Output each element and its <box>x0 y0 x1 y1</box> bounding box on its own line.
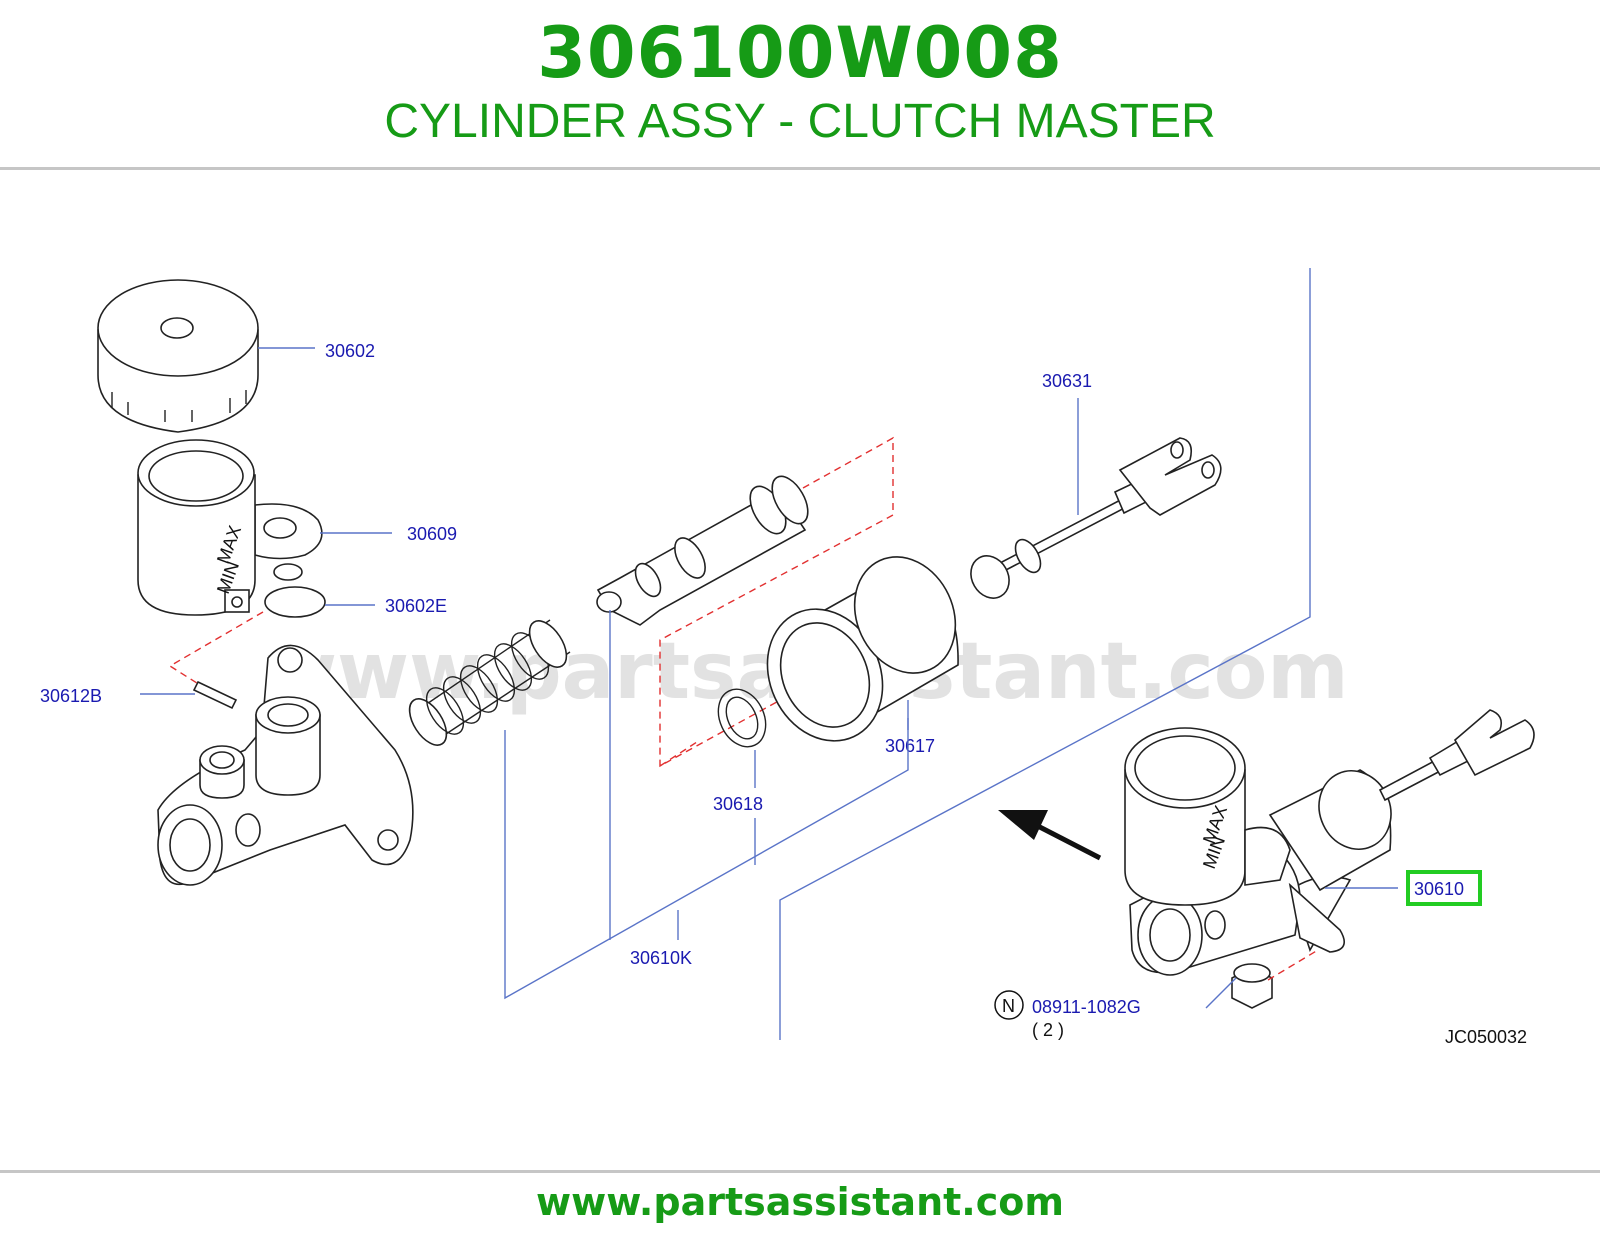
label-30612b[interactable]: 30612B <box>40 686 102 706</box>
part-number: 306100W008 <box>537 12 1063 94</box>
label-30609[interactable]: 30609 <box>407 524 457 544</box>
footer-url[interactable]: www.partsassistant.com <box>536 1180 1064 1224</box>
label-30631[interactable]: 30631 <box>1042 371 1092 391</box>
piston[interactable] <box>596 470 815 626</box>
label-08911[interactable]: 08911-1082G <box>1032 997 1141 1017</box>
dash-reservoir <box>168 611 264 686</box>
dust-boot[interactable] <box>746 540 973 760</box>
header: 306100W008 CYLINDER ASSY - CLUTCH MASTER <box>0 0 1600 168</box>
assembled-master-cylinder[interactable]: MAX MIN <box>1124 709 1535 976</box>
label-30610k[interactable]: 30610K <box>630 948 692 968</box>
flange-nut[interactable] <box>1231 963 1273 1009</box>
reservoir-cap[interactable] <box>97 279 259 433</box>
exploded-diagram: www.partsassistant.com 30602 MAX MIN 306… <box>0 170 1600 1170</box>
label-30617[interactable]: 30617 <box>885 736 935 756</box>
dash-nut <box>1267 949 1319 981</box>
bracket-30610k <box>504 718 909 1000</box>
top-divider <box>0 167 1600 170</box>
assembly-arrow <box>998 810 1102 861</box>
grommet[interactable] <box>264 586 326 618</box>
dash-kit-box <box>659 436 894 768</box>
diagram-canvas: www.partsassistant.com 30602 MAX MIN 306… <box>40 268 1535 1047</box>
part-title: CYLINDER ASSY - CLUTCH MASTER <box>384 95 1216 148</box>
n-mark-circle <box>994 990 1024 1020</box>
return-spring[interactable] <box>402 615 574 752</box>
highlight-box-30610 <box>1406 870 1482 906</box>
leader-08911 <box>1205 977 1237 1009</box>
label-30610[interactable]: 30610 <box>1414 879 1464 899</box>
label-30618[interactable]: 30618 <box>713 794 763 814</box>
reservoir-tank[interactable]: MAX MIN <box>137 439 323 616</box>
push-rod[interactable] <box>963 437 1222 605</box>
bottom-divider <box>0 1170 1600 1173</box>
label-30602[interactable]: 30602 <box>325 341 375 361</box>
label-30602e[interactable]: 30602E <box>385 596 447 616</box>
bracket-overall <box>779 268 1311 1040</box>
snap-ring[interactable] <box>709 682 774 755</box>
ref-code: JC050032 <box>1445 1027 1527 1047</box>
quantity: ( 2 ) <box>1032 1020 1064 1040</box>
cylinder-body[interactable] <box>157 644 414 886</box>
n-mark: N <box>1002 996 1015 1016</box>
pin[interactable] <box>192 680 238 710</box>
